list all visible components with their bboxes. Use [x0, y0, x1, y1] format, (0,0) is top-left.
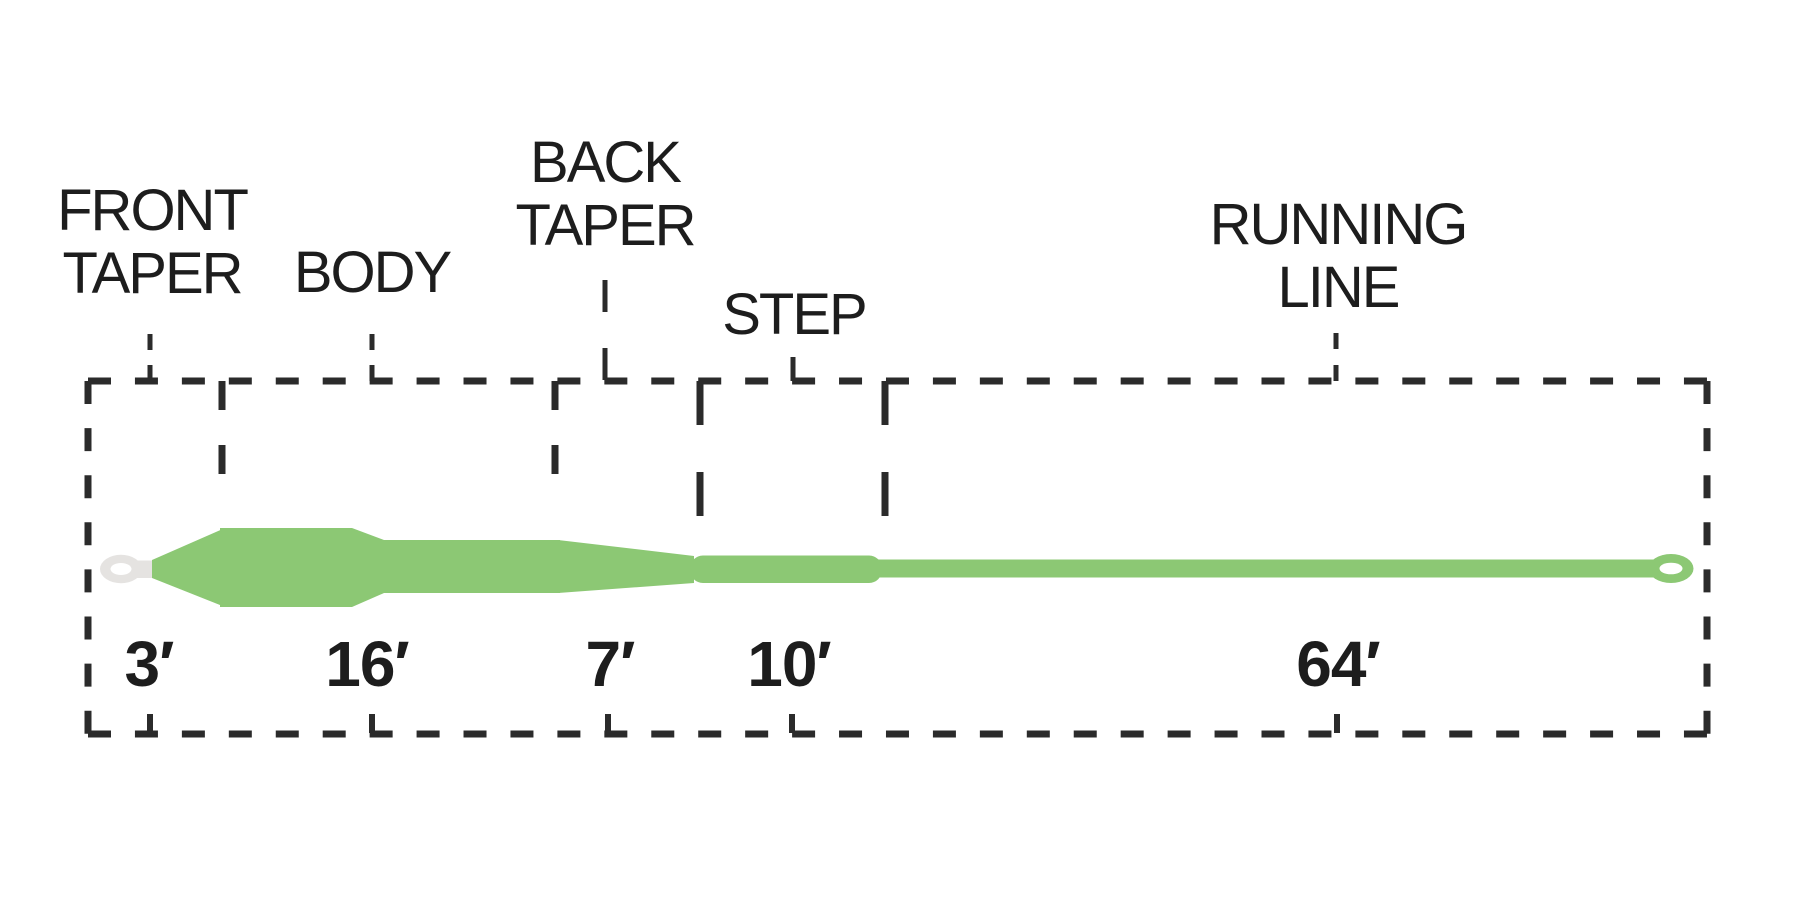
- body-segment-front: [220, 528, 384, 607]
- section-label-step: STEP: [722, 282, 867, 347]
- section-label-back-taper: BACK TAPER: [515, 130, 696, 258]
- front-taper-segment: [152, 528, 225, 607]
- step-segment: [690, 555, 882, 583]
- section-label-body: BODY: [293, 240, 452, 305]
- front-loop-hole: [110, 563, 132, 575]
- length-label-front-taper: 3′: [124, 628, 175, 700]
- length-label-step: 10′: [747, 628, 832, 700]
- rear-loop-hole: [1659, 562, 1683, 575]
- body-segment-rear: [380, 540, 560, 593]
- length-label-body: 16′: [325, 628, 410, 700]
- back-taper-segment: [558, 540, 694, 593]
- section-label-front-taper: FRONT TAPER: [57, 178, 249, 306]
- length-label-back-taper: 7′: [585, 628, 636, 700]
- section-label-running-line: RUNNING LINE: [1209, 192, 1469, 320]
- length-label-running-line: 64′: [1296, 628, 1381, 700]
- running-line-segment: [872, 559, 1662, 578]
